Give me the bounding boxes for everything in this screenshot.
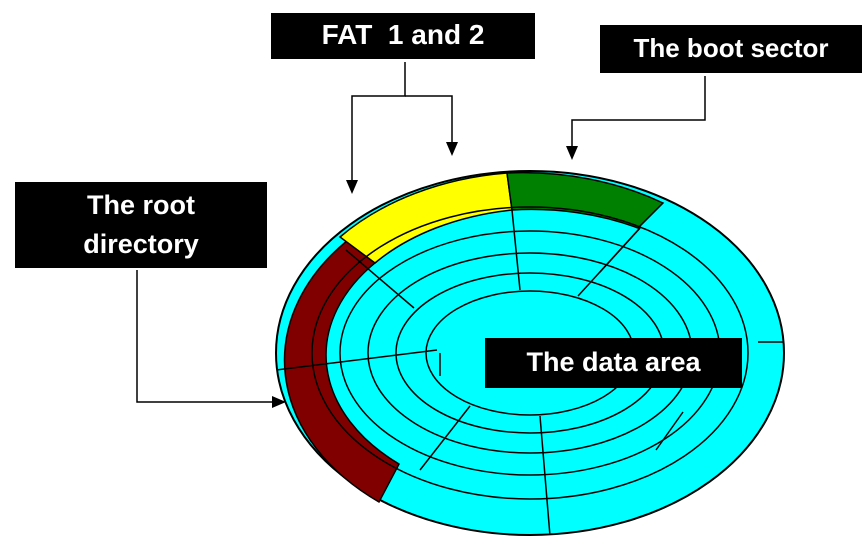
sector-divider [655, 411, 684, 451]
boot-sector [506, 171, 665, 229]
boot-arrow-connector [571, 76, 706, 146]
fat-label: FAT 1 and 2 [271, 13, 535, 59]
sector-divider [345, 249, 415, 309]
fat-arrow-connector [351, 62, 406, 180]
arrow-head [346, 180, 358, 194]
track-ring [311, 206, 749, 500]
sector-dividers [276, 209, 784, 535]
root-directory-label-line1: The root [87, 190, 195, 220]
root-arrow-connector [136, 270, 276, 403]
root-directory-label-line2: directory [83, 229, 199, 259]
root-directory-sector [283, 239, 400, 504]
sector-divider [419, 405, 471, 471]
arrow-head [566, 146, 578, 160]
pointer-arrows [136, 62, 706, 403]
sector-divider [511, 209, 521, 291]
sector-divider [539, 415, 551, 535]
boot-sector-label: The boot sector [600, 25, 862, 73]
root-directory-label: The root directory [15, 182, 267, 268]
fat-arrow-connector [405, 95, 453, 142]
data-area-label: The data area [485, 338, 742, 388]
arrow-head [446, 142, 458, 156]
sector-divider [276, 349, 438, 371]
sector-divider [599, 227, 641, 273]
fat-sector [338, 172, 513, 264]
arrow-heads [272, 142, 578, 408]
arrow-head [272, 396, 286, 408]
